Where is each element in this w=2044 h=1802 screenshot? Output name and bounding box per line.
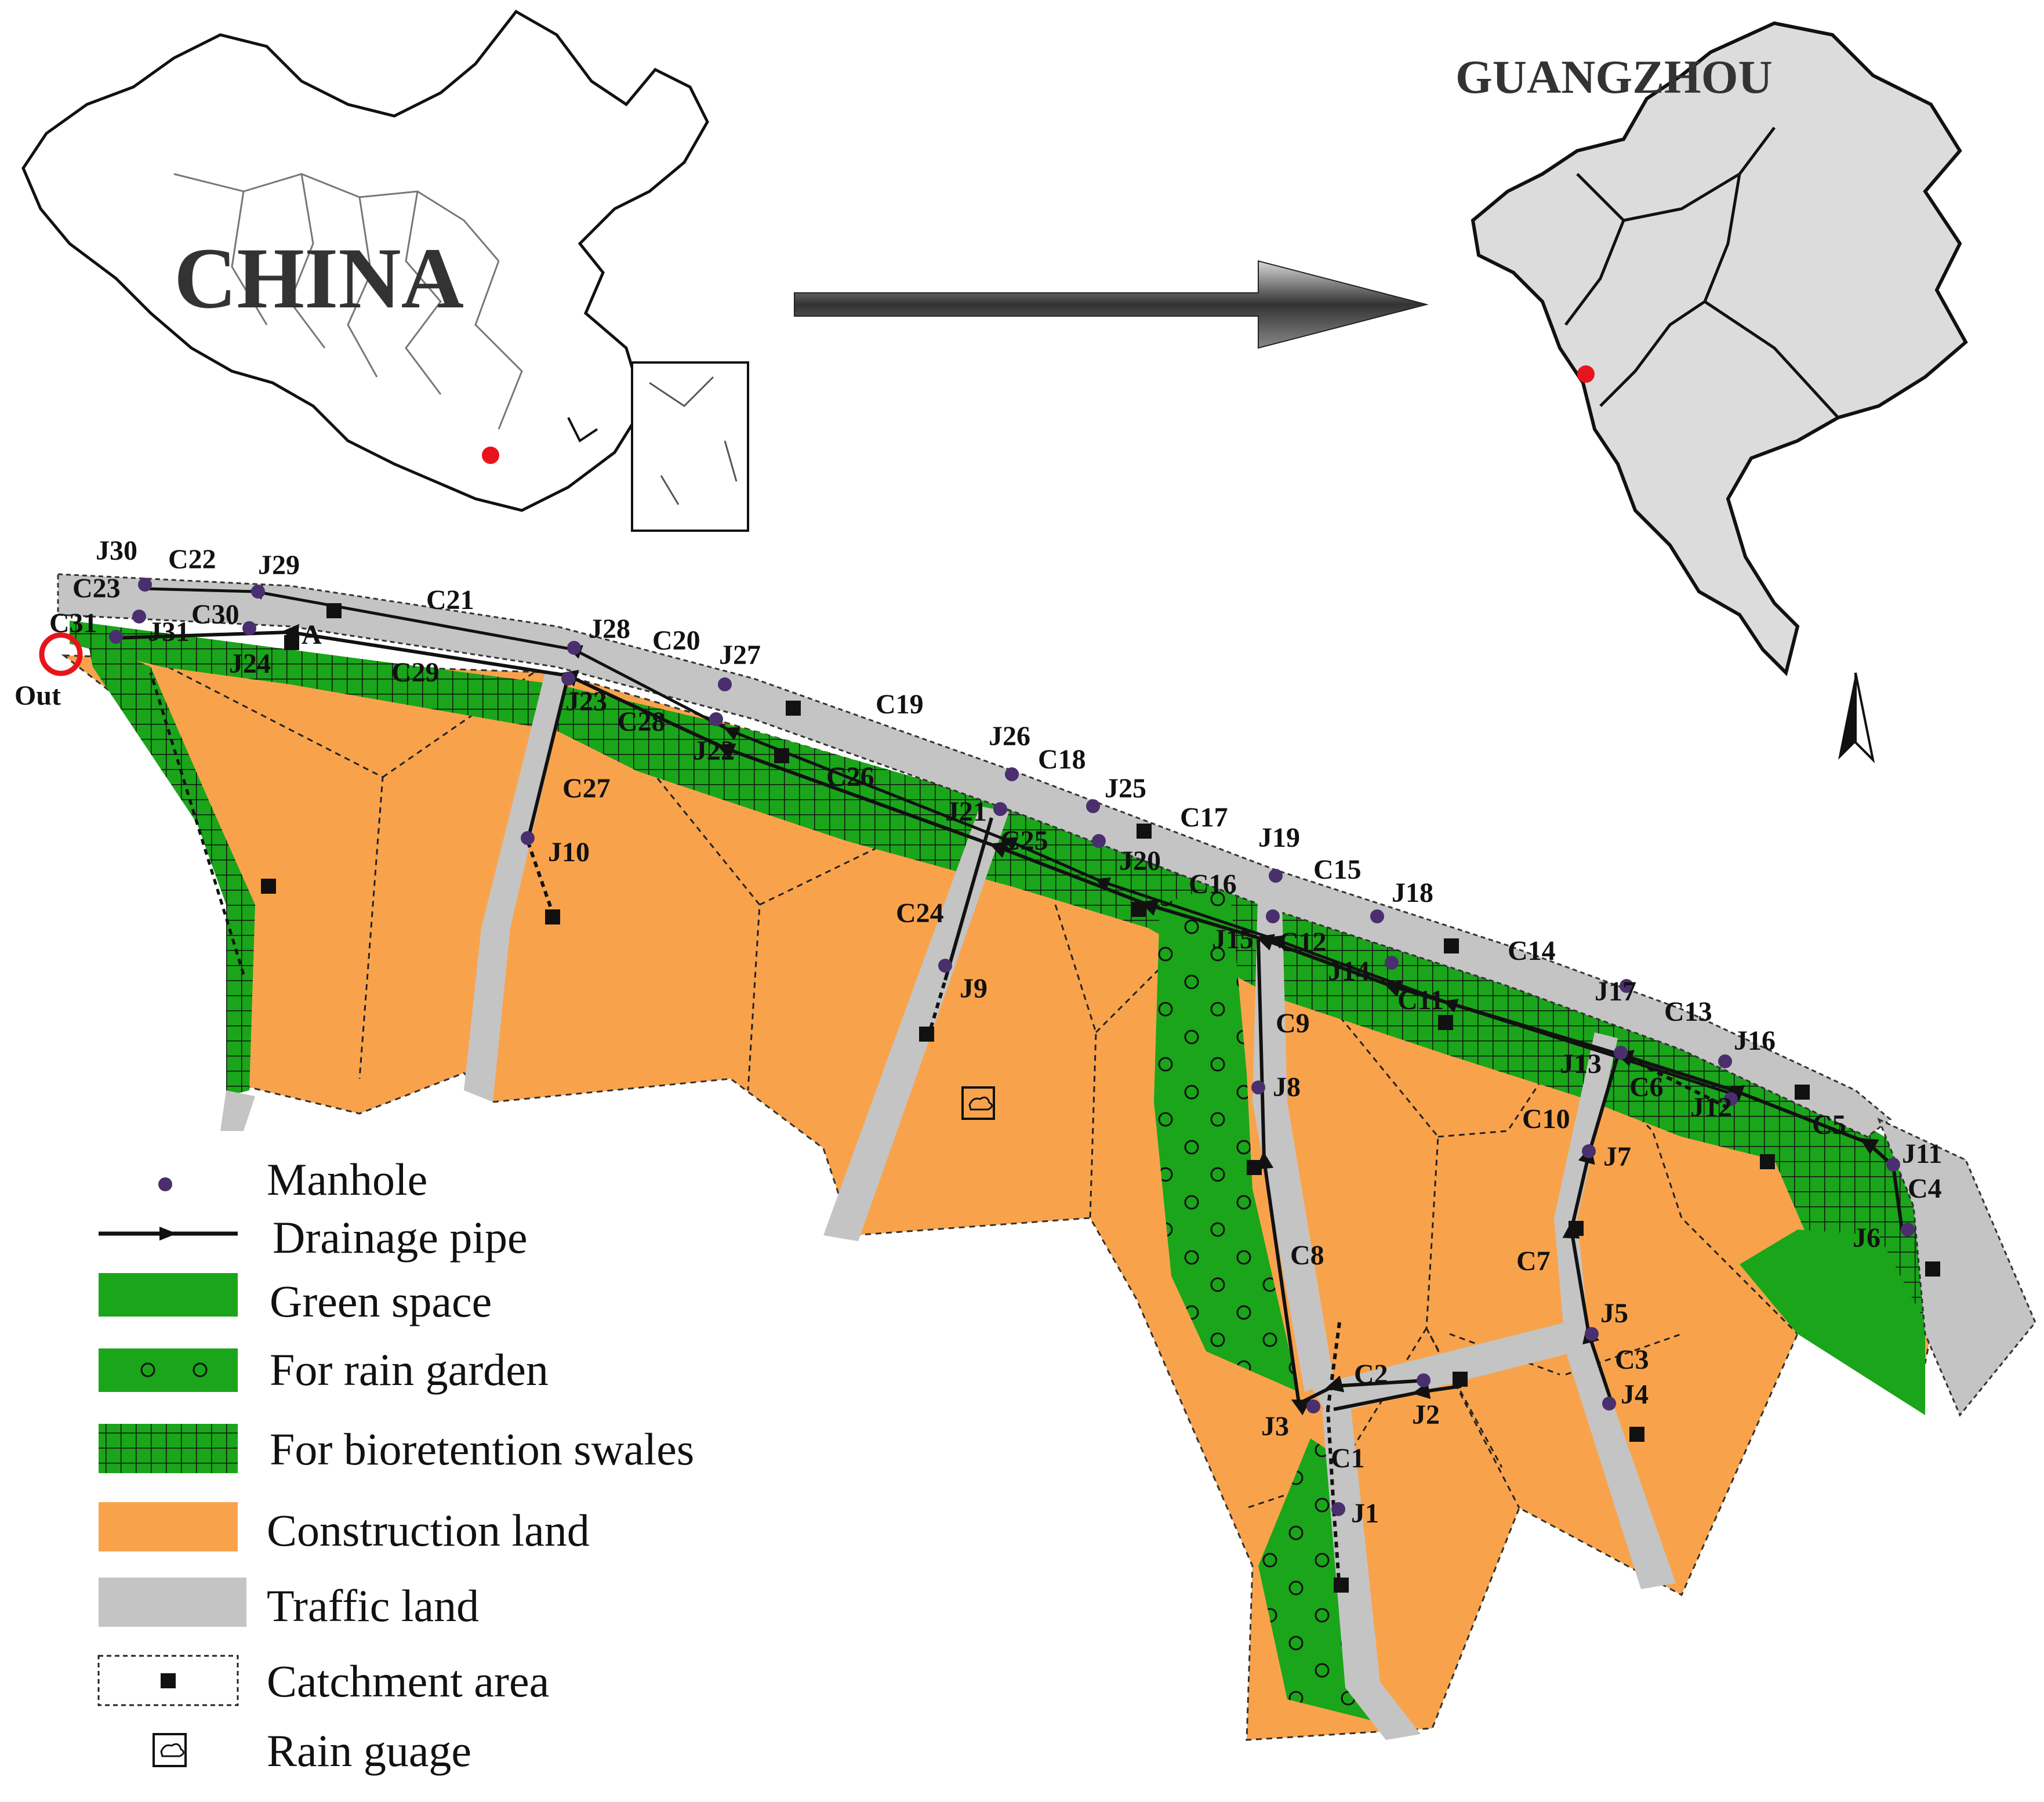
legend-rain-gauge: Rain guage [267, 1725, 471, 1776]
label-j15: J15 [1212, 924, 1254, 955]
label-c8: C8 [1290, 1240, 1324, 1271]
china-label: CHINA [174, 230, 464, 327]
label-j11: J11 [1902, 1139, 1942, 1169]
label-j12: J12 [1690, 1092, 1732, 1123]
legend-catchment: Catchment area [267, 1656, 549, 1706]
label-j25: J25 [1105, 773, 1146, 804]
legend-construction: Construction land [267, 1505, 590, 1556]
guangzhou-label: GUANGZHOU [1455, 50, 1773, 103]
network-labels: J30 C22 J29 C23 C21 C30 C31 J31 J24 J28 … [49, 535, 1942, 1529]
label-j14: J14 [1328, 956, 1370, 987]
guangzhou-inset-map: GUANGZHOU [1455, 21, 1968, 676]
label-c17: C17 [1180, 802, 1228, 833]
label-j29: J29 [258, 550, 300, 581]
legend-drainage-pipe: Drainage pipe [273, 1212, 528, 1263]
china-outline [21, 9, 709, 512]
label-c11: C11 [1397, 985, 1444, 1016]
label-j18: J18 [1392, 878, 1433, 908]
label-j23: J23 [565, 686, 607, 717]
point-a-label: A [302, 619, 322, 650]
south-china-sea-inset [631, 361, 749, 532]
label-j3: J3 [1261, 1411, 1289, 1442]
label-j31: J31 [148, 617, 190, 647]
label-j19: J19 [1258, 822, 1300, 853]
label-j16: J16 [1734, 1025, 1776, 1056]
label-c22: C22 [168, 544, 216, 575]
label-j13: J13 [1560, 1049, 1602, 1079]
study-area: Out A [14, 573, 2036, 1741]
outlet-label: Out [14, 680, 61, 711]
label-j4: J4 [1621, 1379, 1649, 1410]
location-arrow-icon [794, 260, 1429, 349]
label-c10: C10 [1522, 1104, 1570, 1134]
label-c27: C27 [562, 773, 611, 804]
label-c21: C21 [426, 585, 474, 615]
label-c28: C28 [618, 706, 666, 737]
legend-bioretention: For bioretention swales [270, 1424, 694, 1474]
label-j17: J17 [1595, 976, 1636, 1007]
north-arrow-icon [1838, 672, 1875, 764]
label-c26: C26 [826, 762, 874, 792]
label-c19: C19 [876, 689, 924, 720]
label-j21: J21 [945, 796, 987, 827]
label-c13: C13 [1664, 996, 1712, 1027]
legend-manhole: Manhole [267, 1154, 427, 1205]
label-c4: C4 [1908, 1173, 1942, 1204]
label-c29: C29 [391, 657, 440, 688]
left-bioretention-swale [87, 638, 255, 1096]
outlet-marker [39, 632, 83, 676]
label-j8: J8 [1273, 1072, 1301, 1103]
label-c23: C23 [72, 573, 121, 604]
guangzhou-outline [1471, 21, 1968, 676]
label-j24: J24 [229, 648, 271, 679]
label-c7: C7 [1516, 1246, 1551, 1277]
manholes [109, 578, 1915, 1516]
label-j27: J27 [719, 640, 761, 670]
label-c9: C9 [1276, 1008, 1310, 1039]
guangzhou-location-marker [1577, 365, 1595, 383]
label-j30: J30 [96, 535, 137, 566]
label-j1: J1 [1351, 1498, 1379, 1529]
legend: Manhole Drainage pipe Green space For ra… [97, 1154, 694, 1776]
rain-gauge-icon [961, 1086, 995, 1120]
label-j22: J22 [693, 735, 735, 766]
label-j10: J10 [548, 837, 590, 868]
china-location-marker [482, 447, 499, 464]
label-c2: C2 [1354, 1359, 1388, 1390]
label-c30: C30 [191, 599, 239, 630]
label-c25: C25 [1000, 825, 1048, 856]
label-c12: C12 [1279, 927, 1327, 958]
label-c16: C16 [1189, 869, 1237, 900]
label-c3: C3 [1615, 1344, 1649, 1375]
label-j5: J5 [1600, 1298, 1628, 1329]
label-j2: J2 [1412, 1399, 1440, 1430]
legend-rain-garden: For rain garden [270, 1344, 549, 1395]
label-c14: C14 [1508, 936, 1556, 966]
label-j6: J6 [1853, 1223, 1880, 1253]
legend-green-space: Green space [270, 1276, 492, 1326]
catchment-centroids [261, 603, 1940, 1593]
label-j20: J20 [1119, 846, 1161, 876]
label-c1: C1 [1331, 1443, 1365, 1474]
label-c18: C18 [1038, 744, 1086, 775]
label-j7: J7 [1603, 1141, 1631, 1172]
china-inset-map: CHINA [21, 9, 749, 532]
label-c5: C5 [1812, 1110, 1846, 1140]
label-c15: C15 [1313, 854, 1362, 885]
label-j26: J26 [989, 721, 1030, 752]
label-c24: C24 [896, 898, 944, 929]
label-c31: C31 [49, 608, 97, 639]
label-c20: C20 [652, 625, 700, 656]
label-j9: J9 [960, 973, 987, 1004]
label-j28: J28 [589, 614, 630, 644]
label-c6: C6 [1629, 1072, 1664, 1103]
legend-traffic: Traffic land [267, 1580, 479, 1631]
